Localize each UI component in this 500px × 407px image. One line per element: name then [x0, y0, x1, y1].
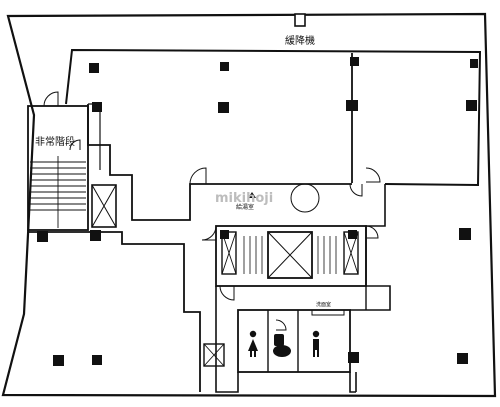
water-heater-label: 給湯室	[236, 203, 254, 211]
watermark: mikihoji	[215, 191, 273, 206]
structural-columns	[37, 57, 478, 366]
triangle-mark	[248, 192, 256, 198]
elevator-icon	[267, 231, 313, 279]
core-stair-treads	[243, 236, 337, 274]
small-sign-label: 洗面室	[316, 301, 331, 308]
top-office-wall	[65, 48, 482, 187]
slow-descender-label: 緩降機	[285, 34, 315, 47]
door-swings	[43, 91, 381, 331]
emergency-stairs-label: 非常階段	[35, 135, 75, 148]
elevator-shaft	[267, 231, 313, 279]
shaft-x-icon	[91, 184, 117, 228]
duct-shaft-left	[91, 184, 117, 228]
restroom-block	[237, 309, 351, 373]
duct-shaft-bottom	[203, 343, 225, 367]
slow-descender-marker	[294, 13, 306, 27]
lower-right-office-wall	[350, 184, 391, 311]
office-step-wall	[87, 104, 352, 221]
toilet-icon	[273, 334, 291, 357]
emergency-stair-treads	[30, 156, 86, 228]
sink-counter	[311, 309, 345, 316]
female-person-icon	[248, 330, 258, 357]
shaft-x-icon	[203, 343, 225, 367]
corridor-line	[88, 103, 101, 170]
male-person-icon	[312, 330, 320, 357]
lower-left-office-wall	[28, 231, 201, 392]
fixture-circle	[290, 183, 320, 213]
building-outline	[1, 12, 497, 398]
